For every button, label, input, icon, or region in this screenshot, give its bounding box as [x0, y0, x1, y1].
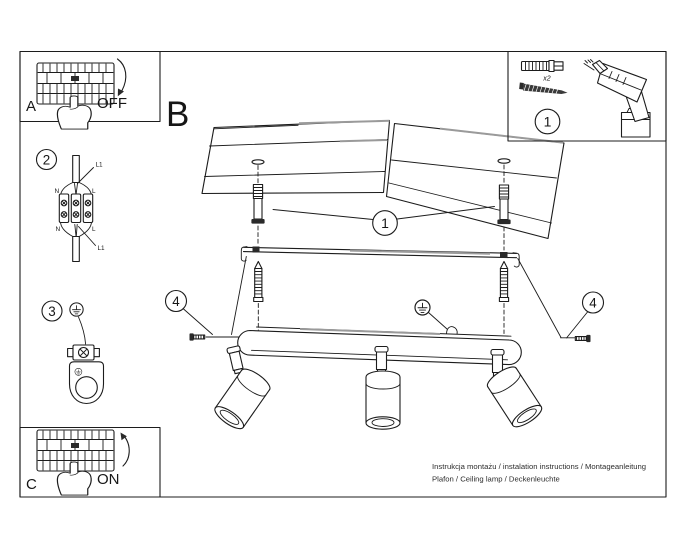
step-3-callout: 3	[41, 300, 63, 322]
l1-bottom-label: L1	[98, 245, 106, 252]
callout-4-right-leaders	[517, 258, 589, 339]
panel-a: OFF A	[19, 50, 161, 130]
drill-icon	[583, 59, 651, 138]
ceiling-panel-right	[385, 122, 565, 240]
callout-4-right: 4	[581, 291, 605, 314]
ground-leader	[428, 312, 448, 330]
step-2-callout: 2	[35, 148, 58, 171]
off-label: OFF	[97, 95, 127, 112]
wiring-step: 2 L1 L1 N L N L	[35, 148, 106, 263]
wall-anchor-left	[250, 183, 266, 225]
ceiling-panel-left	[201, 119, 391, 195]
callout-1-label: 1	[381, 215, 389, 231]
outer-frame	[19, 50, 667, 498]
section-label: B	[166, 95, 189, 134]
neutral-bottom-label: N	[56, 226, 61, 233]
arrow-up-icon	[122, 435, 130, 467]
wires	[60, 182, 92, 237]
alignment-dashes	[257, 164, 505, 334]
cable-top	[72, 154, 80, 184]
callout-4-right-label: 4	[589, 295, 597, 310]
plug-quantity-label: x2	[542, 76, 551, 83]
kit-box: x2 1	[507, 50, 667, 142]
wall-plug-icon	[520, 59, 564, 73]
cable-clamp	[67, 344, 100, 361]
live-top-label: L	[92, 188, 96, 195]
mounting-rail	[240, 246, 520, 268]
drill-hole-right	[497, 158, 511, 164]
on-label: ON	[97, 471, 120, 488]
ground-mark-icon	[74, 368, 83, 376]
callout-4-left: 4	[164, 289, 188, 313]
footer-line-1: Instrukcja montażu / instalation instruc…	[432, 462, 646, 471]
side-screw-right	[574, 334, 592, 343]
l1-top-label: L1	[96, 162, 104, 169]
spot-stem-middle	[374, 345, 389, 374]
ground-wire-hook	[446, 326, 458, 335]
ground-icon	[414, 299, 431, 316]
step-3-label: 3	[48, 304, 55, 319]
cable-bottom	[72, 235, 80, 263]
screw-icon	[519, 82, 568, 95]
panel-a-label: A	[26, 98, 36, 115]
neutral-top-label: N	[55, 188, 60, 195]
spotlight-middle	[365, 370, 401, 430]
ground-step: 3	[41, 300, 105, 405]
spotlight-left	[211, 364, 274, 434]
panel-c-label: C	[26, 476, 37, 493]
mounting-bracket	[68, 361, 105, 405]
step-2-label: 2	[43, 152, 50, 167]
kit-step-label: 1	[544, 114, 552, 130]
l1-leaders	[77, 167, 96, 246]
callout-4-left-leaders	[182, 256, 247, 338]
callout-1: 1	[372, 210, 398, 236]
kit-step-callout: 1	[534, 108, 561, 135]
callout-4-left-label: 4	[172, 294, 180, 309]
ground-wire	[78, 316, 87, 345]
mounting-screw-left	[253, 260, 264, 303]
panel-c: ON C	[19, 426, 161, 498]
mounting-screw-right	[498, 260, 510, 303]
terminal-block	[58, 193, 94, 224]
live-bottom-label: L	[92, 226, 96, 233]
arrow-down-icon	[116, 58, 127, 92]
side-screw-left	[188, 332, 206, 342]
drill-hole-left	[251, 159, 265, 165]
footer-line-2: Plafon / Ceiling lamp / Deckenleuchte	[432, 475, 560, 484]
ground-icon	[69, 302, 84, 317]
callout-1-leaders	[272, 206, 495, 220]
